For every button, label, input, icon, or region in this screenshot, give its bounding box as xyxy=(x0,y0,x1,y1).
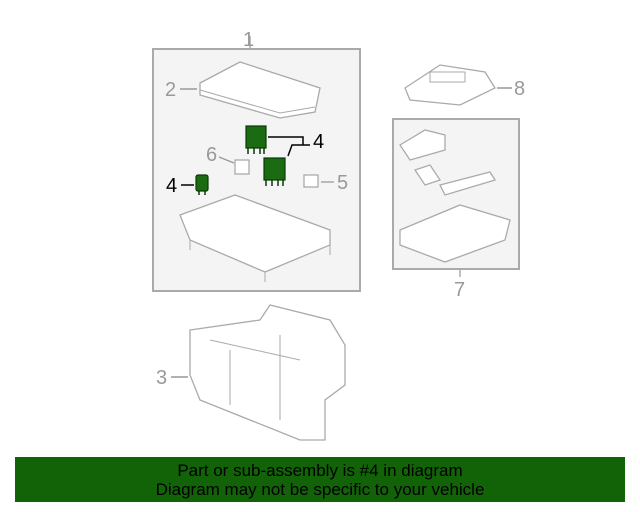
callout-1: 1 xyxy=(243,29,254,51)
callout-6: 6 xyxy=(206,144,217,166)
fuse-part-5[interactable] xyxy=(303,174,319,188)
part-info-banner: Part or sub-assembly is #4 in diagram Di… xyxy=(15,457,625,502)
relay-part-4-middle[interactable] xyxy=(263,157,286,186)
bracket-part-3[interactable] xyxy=(189,304,346,441)
assembly-7-parts[interactable] xyxy=(399,129,511,263)
module-part-8[interactable] xyxy=(404,64,496,106)
relay-part-4-top[interactable] xyxy=(245,125,267,154)
callout-8: 8 xyxy=(514,78,525,100)
relay-part-4-small[interactable] xyxy=(195,174,209,195)
callout-4-top: 4 xyxy=(313,131,324,153)
leader-line-4 xyxy=(268,136,310,157)
banner-line-2: Diagram may not be specific to your vehi… xyxy=(155,480,485,499)
fuse-block-base[interactable] xyxy=(179,194,331,282)
callout-3: 3 xyxy=(156,367,167,389)
fuse-part-6[interactable] xyxy=(234,159,250,175)
fuse-box-cover[interactable] xyxy=(199,61,321,119)
callout-4-left: 4 xyxy=(166,175,177,197)
callout-2: 2 xyxy=(165,79,176,101)
banner-line-1: Part or sub-assembly is #4 in diagram xyxy=(177,461,463,480)
callout-7: 7 xyxy=(454,279,465,301)
callout-5: 5 xyxy=(337,172,348,194)
